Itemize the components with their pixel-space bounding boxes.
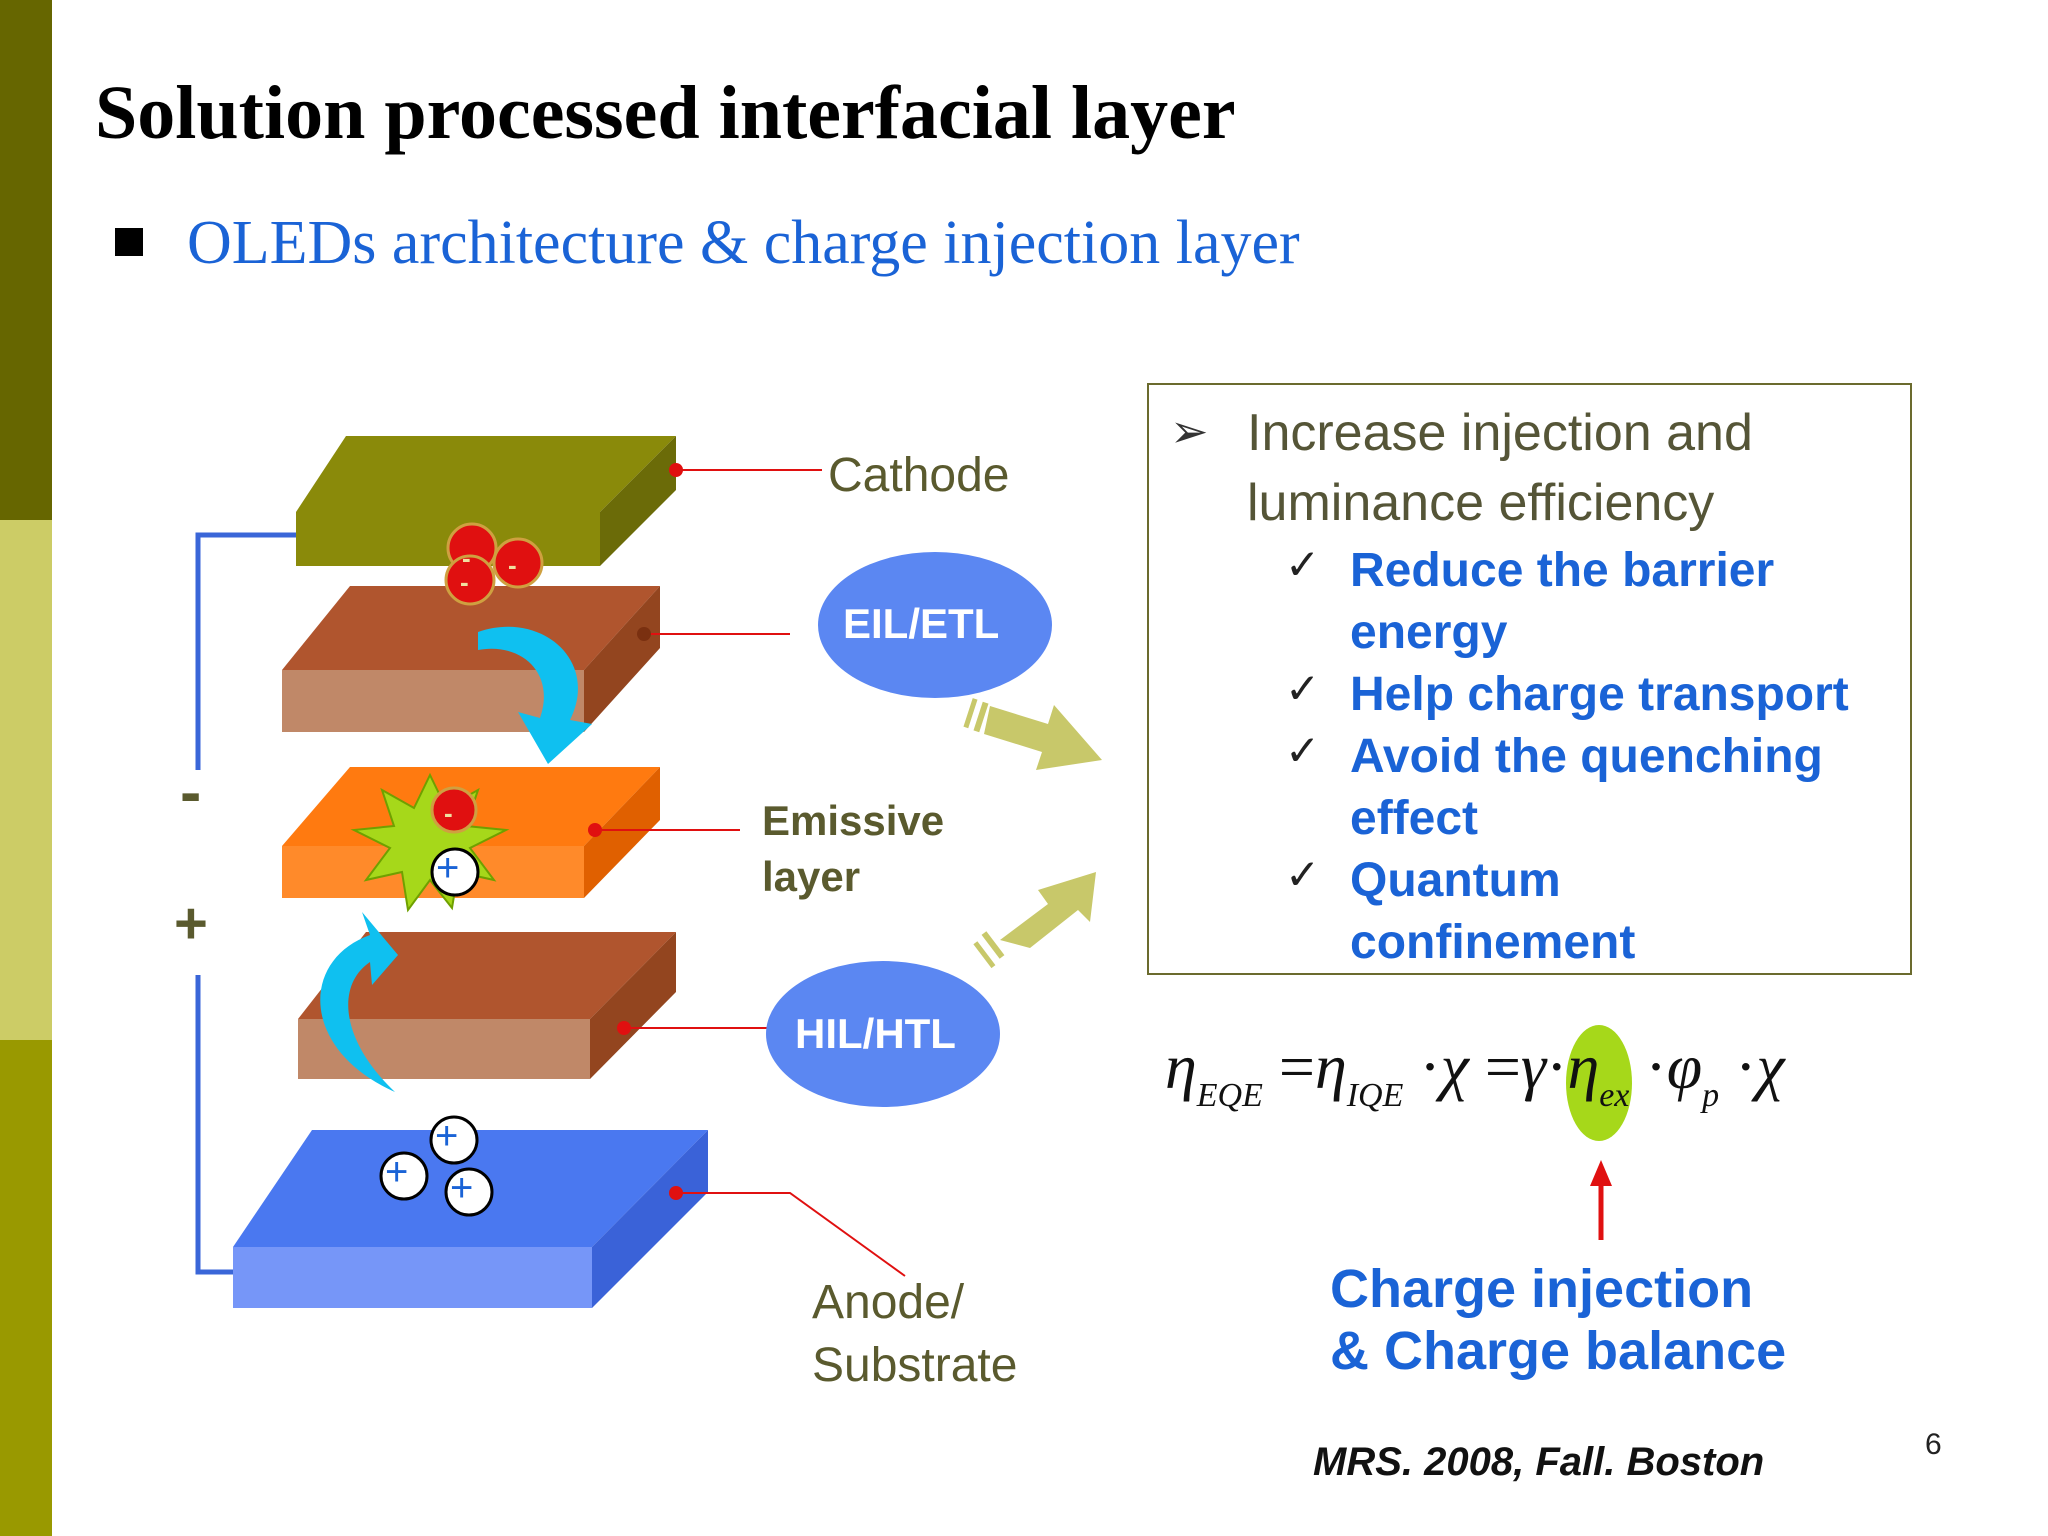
callout-box (1147, 383, 1912, 975)
khaki-arrow-upper (963, 698, 1102, 770)
electron-cluster (444, 522, 544, 606)
arrow-bullet-icon: ➢ (1170, 405, 1209, 457)
formula-subscript: IQE (1346, 1077, 1404, 1114)
callout-item: Avoid the quenching effect (1350, 726, 1823, 850)
formula-symbol: χ (1756, 1031, 1785, 1102)
formula-symbol: φ (1666, 1031, 1703, 1102)
hole-particle (379, 1151, 429, 1201)
hole-particle (444, 1167, 494, 1217)
callout-item-line: confinement (1350, 916, 1636, 969)
electron-sign: - (508, 550, 517, 580)
slide-title: Solution processed interfacial layer (95, 71, 1236, 155)
callout-item-line: energy (1350, 606, 1508, 659)
checkmark-icon: ✓ (1285, 665, 1321, 712)
callout-item-line: Quantum (1350, 854, 1561, 907)
conclusion-text: Charge injection & Charge balance (1330, 1258, 1786, 1382)
formula-symbol: η (1567, 1031, 1600, 1102)
electron-particle (430, 786, 478, 834)
callout-item-line: effect (1350, 792, 1479, 845)
formula-subscript: p (1702, 1077, 1720, 1114)
callout-item: Help charge transport (1350, 664, 1849, 726)
callout-heading: Increase injection and luminance efficie… (1247, 398, 1753, 538)
emissive-label-line2: layer (762, 853, 861, 900)
callout-item: Quantum confinement (1350, 850, 1635, 974)
formula-symbol: γ (1520, 1031, 1547, 1102)
formula-subscript: ex (1599, 1077, 1630, 1114)
electron-particle (444, 554, 496, 606)
callout-item-line: Avoid the quenching (1350, 730, 1823, 783)
electron-sign: - (462, 543, 471, 573)
hole-sign: + (385, 1150, 409, 1194)
conclusion-line: & Charge balance (1330, 1321, 1787, 1381)
hole-sign: + (450, 1166, 474, 1210)
polarity-plus: + (174, 891, 208, 956)
emissive-label-line1: Emissive (762, 797, 945, 844)
electron-sign: - (460, 567, 469, 597)
electron-flow-arrow (478, 626, 592, 764)
callout-heading-line2: luminance efficiency (1247, 474, 1715, 532)
citation: MRS. 2008, Fall. Boston (1313, 1440, 1765, 1484)
page-number: 6 (1925, 1428, 1942, 1461)
anode-leader-line (676, 1192, 906, 1277)
conclusion-line: Charge injection (1330, 1259, 1754, 1319)
red-up-arrow-head (1590, 1160, 1612, 1186)
checkmark-icon: ✓ (1285, 727, 1321, 774)
hil-htl-label: HIL/HTL (795, 1010, 956, 1057)
checkmark-icon: ✓ (1285, 541, 1321, 588)
callout-item: Reduce the barrier energy (1350, 540, 1774, 664)
circuit-wire (195, 532, 296, 1275)
formula-symbol: χ (1440, 1031, 1469, 1102)
callout-item-line: Help charge transport (1350, 668, 1849, 721)
hole-particle (429, 1115, 479, 1165)
cathode-label: Cathode (828, 449, 1010, 502)
anode-label-line1: Anode/ (812, 1276, 965, 1329)
eqe-formula: ηEQE =ηIQE ·χ =γ·ηex ·φp ·χ (1165, 1031, 1785, 1114)
electron-sign: - (444, 798, 453, 828)
sidebar-top-segment (0, 0, 52, 520)
callout-heading-line1: Increase injection and (1247, 404, 1753, 462)
slide-subtitle: OLEDs architecture & charge injection la… (187, 209, 1300, 277)
bullet-square-icon (115, 228, 143, 256)
sidebar-bottom-segment (0, 1040, 52, 1536)
formula-symbol: η (1314, 1031, 1347, 1102)
electron-particle (492, 537, 544, 589)
polarity-minus: - (180, 756, 202, 828)
hole-sign: + (436, 846, 460, 890)
formula-symbol: η (1165, 1031, 1197, 1102)
hole-flow-arrow (320, 912, 398, 1092)
eil-etl-layer (282, 586, 660, 732)
sidebar-middle-segment (0, 520, 52, 1040)
formula-subscript: EQE (1196, 1077, 1263, 1114)
anode-label-line2: Substrate (812, 1339, 1018, 1392)
khaki-arrow-lower (973, 872, 1096, 969)
checkmark-icon: ✓ (1285, 851, 1321, 898)
callout-item-line: Reduce the barrier (1350, 544, 1775, 597)
hole-particle (430, 847, 480, 897)
eil-etl-label: EIL/ETL (843, 600, 1000, 647)
gamma-highlight (1566, 1025, 1632, 1141)
hil-htl-ellipse (766, 961, 1000, 1107)
hole-sign: + (435, 1114, 459, 1158)
eil-etl-ellipse (818, 552, 1052, 698)
